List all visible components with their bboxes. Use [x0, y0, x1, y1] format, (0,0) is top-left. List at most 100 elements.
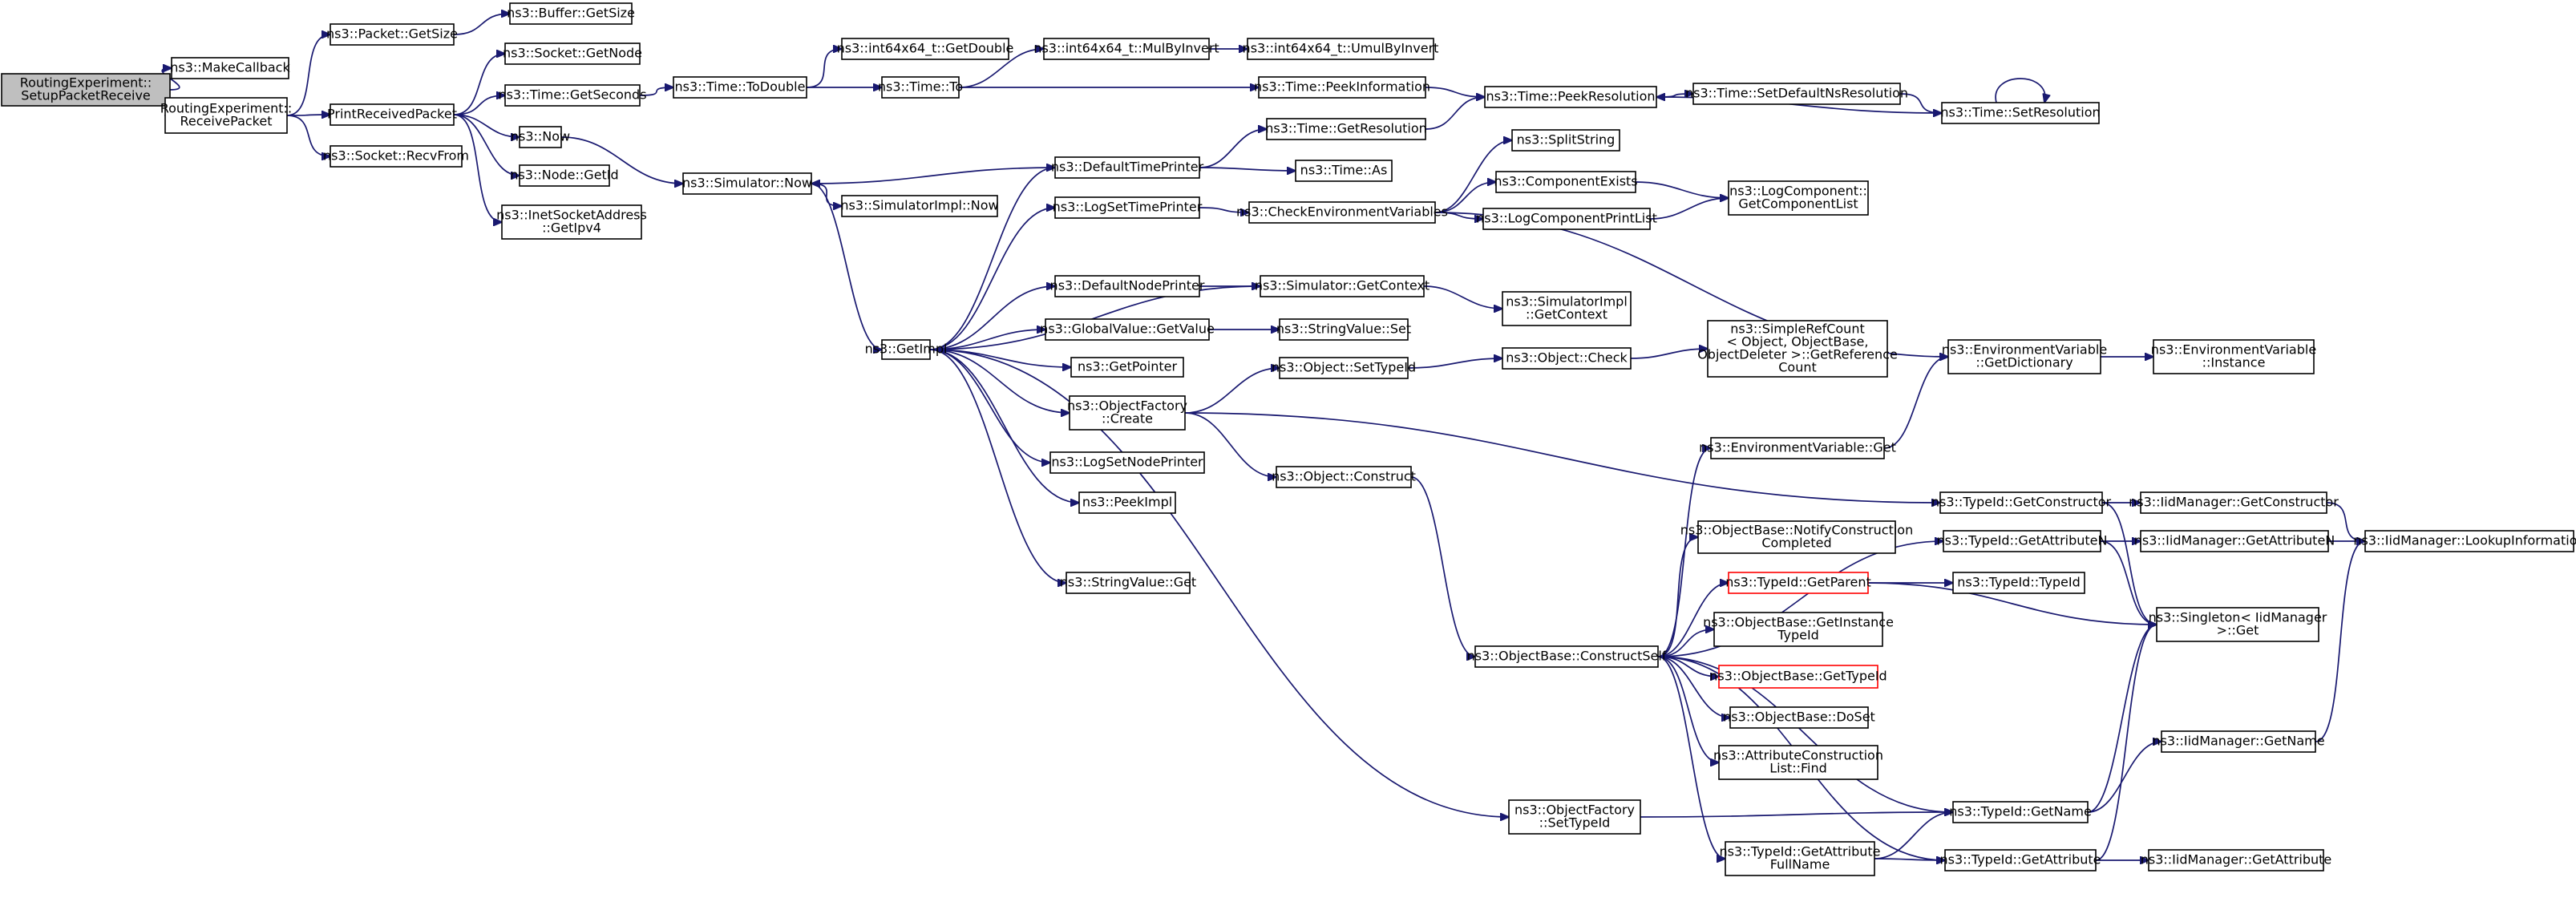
graph-node-n26[interactable]: ns3::Time::As — [1295, 160, 1393, 182]
graph-node-n56[interactable]: ns3::TypeId::GetParent — [1725, 572, 1871, 594]
node-label: ns3::TypeId::GetName — [1949, 803, 2092, 819]
graph-node-n15[interactable]: ns3::Time::To — [878, 76, 963, 99]
graph-node-n38[interactable]: ns3::GetPointer — [1070, 357, 1184, 378]
graph-node-n17[interactable]: ns3::int64x64_t::UmulByInvert — [1243, 38, 1439, 60]
graph-node-n46[interactable]: ns3::Object::Construct — [1272, 466, 1416, 488]
node-box — [519, 126, 562, 148]
edge-n23-n45 — [929, 349, 1050, 463]
graph-node-n10[interactable]: ns3::Node::GetId — [510, 164, 619, 187]
graph-node-n21[interactable]: ns3::Time::SetResolution — [1940, 102, 2101, 124]
graph-node-n66[interactable]: ns3::TypeId::GetName — [1949, 801, 2092, 823]
edge-n40-n41 — [1407, 358, 1502, 369]
graph-node-n16[interactable]: ns3::int64x64_t::MulByInvert — [1033, 38, 1219, 60]
graph-node-n7[interactable]: ns3::Socket::GetNode — [503, 42, 642, 65]
graph-node-n27[interactable]: ns3::LogSetTimePrinter — [1053, 196, 1203, 219]
graph-node-n42[interactable]: ns3::SimpleRefCount< Object, ObjectBase,… — [1697, 320, 1898, 378]
graph-node-n68[interactable]: ns3::TypeId::GetAttribute — [1939, 849, 2101, 871]
graph-node-n50[interactable]: ns3::IidManager::LookupInformation — [2353, 530, 2576, 552]
node-label: ns3::StringValue::Get — [1060, 574, 1196, 589]
graph-node-n12[interactable]: ns3::Time::ToDouble — [673, 76, 807, 99]
node-box — [1484, 86, 1657, 108]
edge-path — [453, 95, 505, 115]
edge-n66-n63 — [2087, 742, 2161, 813]
graph-node-n23[interactable]: ns3::GetImpl — [865, 339, 948, 360]
graph-node-n14[interactable]: ns3::int64x64_t::GetDouble — [837, 38, 1014, 60]
graph-node-n47[interactable]: ns3::EnvironmentVariable::Get — [1699, 437, 1896, 459]
graph-node-n58[interactable]: ns3::Singleton< IidManager>::Get — [2149, 607, 2327, 642]
graph-node-n51[interactable]: ns3::PeekImpl — [1078, 491, 1176, 514]
graph-node-n63[interactable]: ns3::IidManager::GetName — [2152, 730, 2325, 753]
node-box — [330, 103, 455, 126]
graph-node-n24[interactable]: ns3::DefaultTimePrinter — [1051, 156, 1204, 179]
graph-node-n25[interactable]: ns3::Time::GetResolution — [1265, 118, 1427, 140]
graph-node-n52[interactable]: ns3::ObjectBase::NotifyConstructionCompl… — [1680, 520, 1913, 554]
graph-node-n54[interactable]: ns3::IidManager::GetAttributeN — [2134, 530, 2335, 552]
node-label: ns3::int64x64_t::GetDouble — [837, 40, 1014, 56]
graph-node-n36[interactable]: ns3::GlobalValue::GetValue — [1040, 318, 1215, 341]
graph-node-n31[interactable]: ns3::LogComponentPrintList — [1476, 208, 1657, 230]
graph-node-n2[interactable]: RoutingExperiment::ReceivePacket — [160, 97, 293, 134]
graph-node-n44[interactable]: ns3::EnvironmentVariable::Instance — [2151, 339, 2316, 374]
node-label: ns3::SplitString — [1517, 131, 1616, 147]
node-box — [1049, 451, 1205, 474]
graph-node-n30[interactable]: ns3::ComponentExists — [1494, 171, 1638, 193]
graph-node-n49[interactable]: ns3::IidManager::GetConstructor — [2129, 491, 2339, 514]
graph-node-n11[interactable]: ns3::InetSocketAddress::GetIpv4 — [496, 204, 647, 240]
graph-node-n29[interactable]: ns3::SplitString — [1511, 129, 1620, 152]
node-box — [2364, 530, 2574, 552]
node-box — [1495, 171, 1636, 193]
graph-node-n65[interactable]: ns3::ObjectFactory::SetTypeId — [1508, 799, 1641, 835]
edge-path — [1425, 87, 1485, 97]
graph-node-n41[interactable]: ns3::Object::Check — [1502, 347, 1632, 370]
node-box — [682, 172, 812, 195]
graph-node-n13[interactable]: ns3::Simulator::Now — [682, 172, 812, 195]
graph-node-n3[interactable]: ns3::Packet::GetSize — [326, 23, 458, 46]
graph-node-n9[interactable]: ns3::Now — [511, 126, 570, 148]
edge-n23-n39 — [929, 349, 1070, 413]
graph-node-n40[interactable]: ns3::Object::SetTypeId — [1272, 357, 1416, 379]
graph-node-n32[interactable]: ns3::LogComponent::GetComponentList — [1728, 180, 1869, 216]
graph-node-n57[interactable]: ns3::TypeId::TypeId — [1952, 572, 2085, 594]
graph-node-n19[interactable]: ns3::Time::PeekResolution — [1484, 86, 1657, 108]
edge-path — [560, 136, 683, 184]
graph-node-n20[interactable]: ns3::Time::SetDefaultNsResolution — [1685, 83, 1908, 105]
graph-node-n22[interactable]: ns3::SimulatorImpl::Now — [840, 195, 999, 217]
graph-node-n39[interactable]: ns3::ObjectFactory::Create — [1067, 395, 1187, 431]
edge-path — [811, 183, 882, 350]
graph-node-n5[interactable]: ns3::Socket::RecvFrom — [323, 145, 469, 168]
graph-node-n62[interactable]: ns3::ObjectBase::DoSet — [1723, 706, 1875, 729]
edge-path — [929, 286, 1055, 350]
graph-node-n45[interactable]: ns3::LogSetNodePrinter — [1049, 451, 1205, 474]
graph-node-n33[interactable]: ns3::DefaultNodePrinter — [1050, 275, 1205, 297]
graph-node-n61[interactable]: ns3::ObjectBase::GetTypeId — [1709, 665, 1887, 689]
graph-node-n55[interactable]: ns3::StringValue::Get — [1060, 572, 1196, 594]
node-box — [1070, 357, 1184, 378]
graph-node-n60[interactable]: ns3::ObjectBase::ConstructSelf — [1467, 645, 1667, 668]
node-label: TypeId — [1777, 627, 1819, 642]
graph-node-n53[interactable]: ns3::TypeId::GetAttributeN — [1937, 530, 2108, 552]
node-box — [1069, 395, 1186, 431]
edge-path — [806, 49, 842, 88]
graph-node-n43[interactable]: ns3::EnvironmentVariable::GetDictionary — [1942, 339, 2107, 374]
graph-node-n4[interactable]: PrintReceivedPacket — [327, 103, 457, 126]
edge-n60-n66 — [1657, 656, 1953, 812]
edge-path — [1184, 412, 1276, 477]
graph-node-n1[interactable]: ns3::MakeCallback — [170, 57, 290, 79]
node-label: ns3::Simulator::Now — [682, 175, 812, 190]
graph-node-n6[interactable]: ns3::Buffer::GetSize — [507, 2, 635, 25]
graph-node-n34[interactable]: ns3::Simulator::GetContext — [1255, 275, 1430, 297]
graph-node-n48[interactable]: ns3::TypeId::GetConstructor — [1931, 491, 2112, 514]
node-label: List::Find — [1769, 760, 1827, 775]
edge-path — [1199, 207, 1249, 212]
graph-node-n35[interactable]: ns3::SimulatorImpl::GetContext — [1502, 291, 1632, 326]
graph-node-n37[interactable]: ns3::StringValue::Set — [1276, 318, 1411, 341]
graph-node-n8[interactable]: ns3::Time::GetSeconds — [498, 84, 647, 107]
edge-n23-n51 — [929, 349, 1079, 503]
graph-node-n18[interactable]: ns3::Time::PeekInformation — [1254, 76, 1430, 99]
node-label: ::SetTypeId — [1539, 815, 1611, 830]
graph-node-n28[interactable]: ns3::CheckEnvironmentVariables — [1236, 201, 1448, 224]
graph-node-n69[interactable]: ns3::IidManager::GetAttribute — [2141, 849, 2332, 871]
